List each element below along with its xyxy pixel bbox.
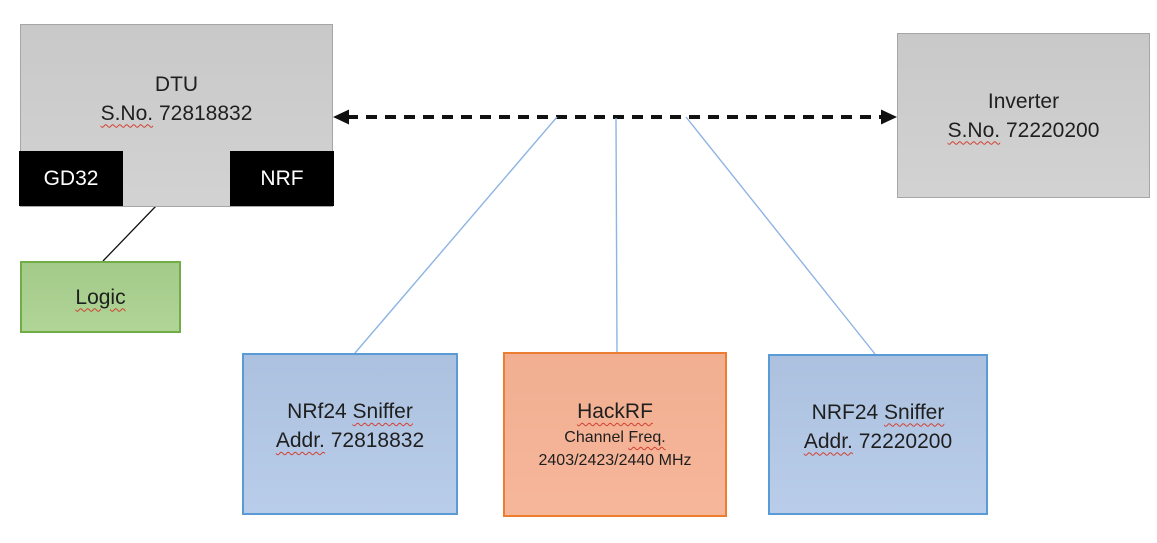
dtu-serial-value: 72818832: [153, 101, 253, 125]
inverter-serial-value: 72220200: [1000, 118, 1100, 142]
dtu-title: DTU: [154, 72, 199, 96]
hackrf-freq-values: 2403/2423/2440 MHz: [538, 452, 692, 469]
inverter-serial-label: S.No.: [947, 118, 1001, 142]
sniffer-right-box: NRF24 Sniffer Addr. 72220200: [768, 354, 988, 515]
logic-box: Logic: [20, 261, 181, 333]
sniffer-right-name: NRF24 Sniffer: [811, 400, 945, 424]
gd32-chip-box: GD32: [19, 151, 123, 206]
tap-line-sniffer-right: [685, 116, 876, 355]
gd32-label: GD32: [43, 167, 99, 190]
dtu-box: DTU S.No. 72818832: [20, 24, 333, 207]
gd32-nrf-arrow: [126, 172, 227, 184]
hackrf-box: HackRF Channel Freq. 2403/2423/2440 MHz: [503, 352, 727, 517]
arrowhead-right-icon: [215, 172, 227, 184]
logic-label: Logic: [75, 285, 126, 309]
inverter-box: Inverter S.No. 72220200: [897, 33, 1150, 198]
dtu-serial-label: S.No.: [100, 101, 154, 125]
inverter-title: Inverter: [987, 89, 1060, 113]
sniffer-left-name: NRf24 Sniffer: [287, 400, 413, 423]
sniffer-left-addr: Addr. 72818832: [275, 429, 425, 452]
inverter-serial: S.No. 72220200: [948, 116, 1100, 145]
nrf-label: NRF: [260, 167, 304, 190]
sniffer-left-box: NRf24 Sniffer Addr. 72818832: [242, 353, 458, 515]
sniffer-right-addr: Addr. 72220200: [803, 429, 953, 453]
nrf-chip-box: NRF: [230, 151, 334, 206]
arrowhead-left-icon: [333, 109, 349, 125]
tap-line-sniffer-left: [354, 116, 558, 354]
arrow-to-logic-line: [102, 177, 184, 262]
arrowhead-left-icon: [126, 172, 138, 184]
arrowhead-right-icon: [881, 109, 897, 125]
tap-line-hackrf: [615, 117, 618, 353]
dtu-serial: S.No. 72818832: [101, 99, 253, 128]
hackrf-title: HackRF: [577, 400, 653, 423]
hackrf-freq-label: Channel Freq.: [564, 429, 666, 446]
dtu-inverter-dashed-arrow: [333, 109, 897, 125]
